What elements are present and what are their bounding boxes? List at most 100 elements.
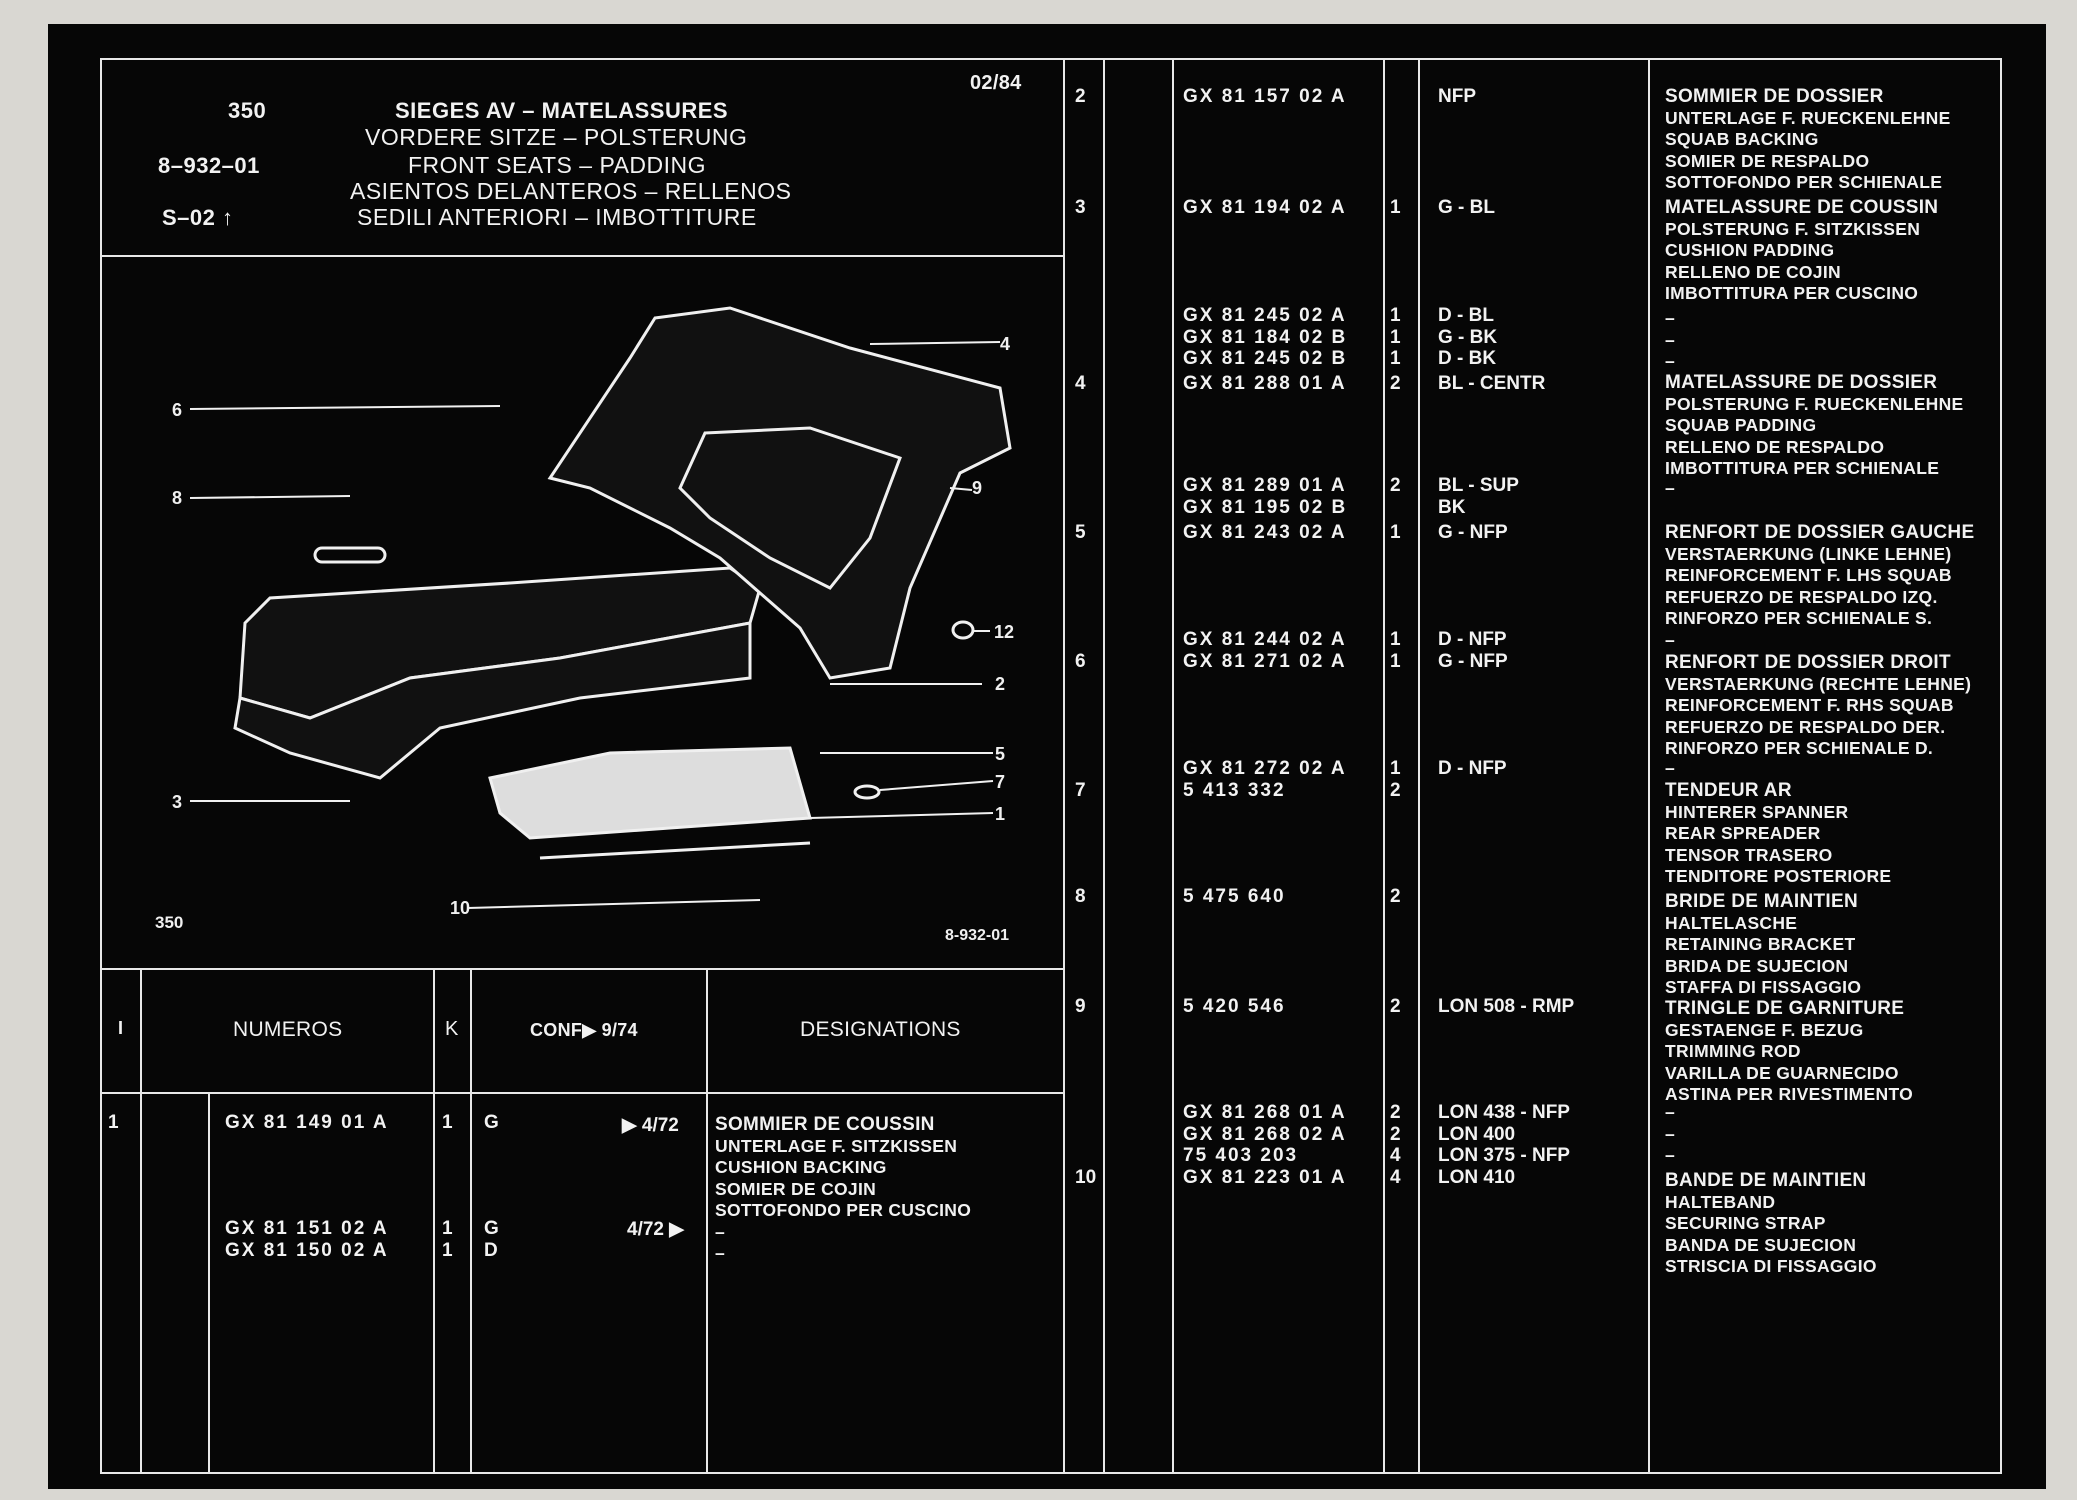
part-number: 5 475 640 bbox=[1183, 886, 1286, 907]
designation-line: POLSTERUNG F. RUECKENLEHNE bbox=[1665, 393, 1964, 414]
col-header-conf: CONF▶ 9/74 bbox=[530, 1020, 638, 1040]
divider bbox=[1648, 58, 1650, 1474]
designation-line: HALTELASCHE bbox=[1665, 912, 1798, 933]
callout-label: 7 bbox=[995, 772, 1005, 792]
divider bbox=[100, 1092, 1065, 1094]
conf-code: BK bbox=[1438, 496, 1466, 518]
conf-code: D - BL bbox=[1438, 305, 1494, 326]
designation-line: VERSTAERKUNG (LINKE LEHNE) bbox=[1665, 543, 1952, 564]
designation-main: TENDEUR AR bbox=[1665, 780, 1792, 801]
conf-code: G - BK bbox=[1438, 326, 1498, 348]
designation-main: TRINGLE DE GARNITURE bbox=[1665, 998, 1905, 1019]
divider bbox=[208, 1092, 210, 1474]
callout-label: 12 bbox=[994, 622, 1014, 642]
divider bbox=[1172, 58, 1174, 1474]
designation-line: CUSHION PADDING bbox=[1665, 240, 1835, 260]
qty: 1 bbox=[1390, 629, 1401, 650]
conf-code: LON 400 bbox=[1438, 1123, 1516, 1145]
designation-line: TENDITORE POSTERIORE bbox=[1665, 866, 1892, 886]
arrow-up-icon: ↑ bbox=[222, 205, 234, 230]
designation-main: MATELASSURE DE DOSSIER bbox=[1665, 372, 1938, 393]
qty: 4 bbox=[1390, 1145, 1401, 1166]
designation-main: BANDE DE MAINTIEN bbox=[1665, 1170, 1867, 1191]
designation-block: SOMMIER DE COUSSIN UNTERLAGE F. SITZKISS… bbox=[715, 1114, 971, 1265]
item-index: 10 bbox=[1075, 1167, 1097, 1188]
conf-code: LON 508 - RMP bbox=[1438, 996, 1575, 1017]
designation-line: REINFORCEMENT F. RHS SQUAB bbox=[1665, 695, 1954, 715]
conf-code: LON 410 bbox=[1438, 1167, 1516, 1188]
callout-label: 9 bbox=[972, 478, 982, 498]
qty: 2 bbox=[1390, 780, 1401, 801]
designation-line: VERSTAERKUNG (RECHTE LEHNE) bbox=[1665, 673, 1972, 694]
part-number: GX 81 151 02 A bbox=[225, 1218, 389, 1239]
designation-line: IMBOTTITURA PER CUSCINO bbox=[1665, 283, 1919, 303]
part-number: GX 81 150 02 A bbox=[225, 1240, 389, 1261]
callout-label: 2 bbox=[995, 674, 1005, 694]
part-number: 5 420 546 bbox=[1183, 996, 1286, 1017]
designation-line: SQUAB BACKING bbox=[1665, 129, 1819, 149]
part-number: GX 81 243 02 A bbox=[1183, 522, 1347, 543]
title-en: FRONT SEATS – PADDING bbox=[408, 152, 707, 178]
designation-line: REFUERZO DE RESPALDO IZQ. bbox=[1665, 586, 1938, 607]
conf-code: G bbox=[484, 1112, 499, 1133]
item-index: 4 bbox=[1075, 373, 1086, 394]
conf-code: G bbox=[484, 1218, 499, 1239]
designation-main: MATELASSURE DE COUSSIN bbox=[1665, 197, 1939, 218]
part-number: GX 81 288 01 A bbox=[1183, 373, 1347, 394]
leader-line bbox=[949, 487, 973, 491]
designation-line: – bbox=[1665, 758, 1676, 778]
part-number: GX 81 245 02 A bbox=[1183, 305, 1347, 326]
item-index: 3 bbox=[1075, 197, 1086, 218]
designation-line: – bbox=[1665, 308, 1676, 328]
qty: 1 bbox=[442, 1240, 453, 1261]
designation-line: – bbox=[1665, 351, 1676, 371]
seat-base-frame bbox=[488, 746, 812, 840]
designation-line: SQUAB PADDING bbox=[1665, 415, 1817, 435]
conf-code: D - NFP bbox=[1438, 758, 1507, 779]
designation-line: RETAINING BRACKET bbox=[1665, 934, 1856, 954]
qty: 2 bbox=[1390, 886, 1401, 907]
callout-label: 6 bbox=[172, 400, 182, 420]
title-es: ASIENTOS DELANTEROS – RELLENOS bbox=[350, 178, 792, 204]
conf-code: LON 375 - NFP bbox=[1438, 1145, 1570, 1166]
part-number: GX 81 244 02 A bbox=[1183, 629, 1347, 650]
part-number: GX 81 157 02 A bbox=[1183, 86, 1347, 107]
clip-part bbox=[951, 620, 975, 640]
qty: 4 bbox=[1390, 1167, 1401, 1188]
seat-cushion-side bbox=[233, 621, 752, 780]
designation-line: POLSTERUNG F. SITZKISSEN bbox=[1665, 218, 1921, 239]
designation-line: HINTERER SPANNER bbox=[1665, 801, 1849, 822]
designation-main: BRIDE DE MAINTIEN bbox=[1665, 891, 1858, 912]
diagram-ref-label: 8-932-01 bbox=[945, 927, 1009, 944]
divider bbox=[433, 968, 435, 1474]
callout-label: 10 bbox=[450, 898, 470, 918]
qty: 2 bbox=[1390, 1123, 1401, 1145]
designation-line: – bbox=[1665, 329, 1676, 350]
designation-line: VARILLA DE GUARNECIDO bbox=[1665, 1062, 1899, 1083]
sheet-number: S–02 ↑ bbox=[162, 205, 234, 230]
designation-line: IMBOTTITURA PER SCHIENALE bbox=[1665, 458, 1940, 478]
part-number: GX 81 272 02 A bbox=[1183, 758, 1347, 779]
qty: 2 bbox=[1390, 1102, 1401, 1123]
divider bbox=[100, 255, 1065, 257]
conf-code: BL - SUP bbox=[1438, 475, 1519, 496]
callout-label: 5 bbox=[995, 744, 1005, 764]
designation-line: TRIMMING ROD bbox=[1665, 1041, 1801, 1061]
qty: 1 bbox=[1390, 522, 1401, 543]
designation-line: TENSOR TRASERO bbox=[1665, 844, 1833, 865]
item-index: 2 bbox=[1075, 86, 1086, 107]
part-number: GX 81 195 02 B bbox=[1183, 496, 1348, 518]
qty: 1 bbox=[1390, 197, 1401, 218]
conf-code: LON 438 - NFP bbox=[1438, 1102, 1570, 1123]
designation-line: – bbox=[1665, 478, 1676, 498]
page-frame bbox=[100, 58, 2002, 1474]
leader-line bbox=[467, 899, 761, 909]
qty: 1 bbox=[1390, 651, 1401, 672]
divider bbox=[706, 968, 708, 1474]
designation-line: UNTERLAGE F. RUECKENLEHNE bbox=[1665, 107, 1951, 128]
item-index: 6 bbox=[1075, 651, 1086, 672]
designation-line: GESTAENGE F. BEZUG bbox=[1665, 1019, 1864, 1040]
designation-dash: – bbox=[715, 1243, 726, 1263]
leader-line bbox=[809, 812, 994, 819]
strap-part bbox=[313, 546, 387, 564]
